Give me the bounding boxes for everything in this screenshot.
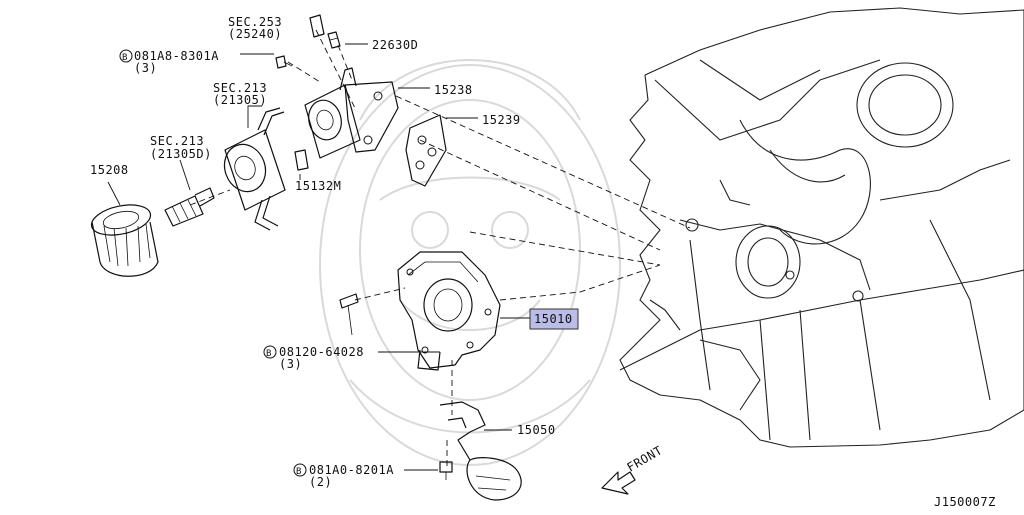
label-bolt2-code[interactable]: 08120-64028 [279,345,364,359]
watermark-emblem [319,59,621,466]
label-sec213a-ref: (21305) [213,93,267,107]
label-22630d[interactable]: 22630D [372,38,418,52]
label-sec253: SEC.253 [228,15,282,29]
oil-filter-15208[interactable] [89,200,159,277]
label-15132m[interactable]: 15132M [295,179,341,193]
bolt-symbol-b3: B [296,467,302,477]
highlight-15010[interactable] [529,308,579,330]
bolt-symbol-icon [293,463,307,477]
pipe-15132m[interactable] [294,149,309,171]
connector-stud-21305d[interactable] [164,187,215,227]
leader-lines [107,43,530,471]
label-sec213b-ref: (21305D) [150,147,212,161]
label-15010[interactable]: 15010 [534,312,573,326]
oil-cooler-21305[interactable] [218,107,286,231]
label-15208[interactable]: 15208 [90,163,129,177]
label-bolt1-code[interactable]: 081A8-8301A [134,49,219,63]
assembly-lines [189,29,691,468]
gasket-15239[interactable] [405,114,447,187]
switch-25240[interactable] [309,14,325,38]
oil-pump-15010[interactable] [397,251,501,371]
sensor-22630d[interactable] [327,31,341,49]
bolt-symbol-b1: B [122,53,128,63]
bolt-symbol-b2: B [266,349,272,359]
label-15239[interactable]: 15239 [482,113,521,127]
label-sec213a: SEC.213 [213,81,267,95]
engine-block [619,7,1024,448]
front-arrow [601,471,636,495]
bolt-symbol-icon [263,345,277,359]
bolt-081a8-8301a[interactable] [275,55,293,69]
label-15050[interactable]: 15050 [517,423,556,437]
bolt-08120-64028[interactable] [339,293,359,336]
diagram-id: J150007Z [934,495,996,509]
label-bolt2-qty: (3) [279,357,302,371]
label-bolt3-code[interactable]: 081A0-8201A [309,463,394,477]
label-sec253-ref: (25240) [228,27,282,41]
label-bolt3-qty: (2) [309,475,332,489]
housing-15238[interactable] [304,67,399,159]
bolt-symbol-icon [119,49,133,63]
oil-strainer-15050[interactable] [439,401,522,501]
label-15238[interactable]: 15238 [434,83,473,97]
bolt-081a0-8201a[interactable] [439,461,453,480]
label-bolt1-qty: (3) [134,61,157,75]
label-front: FRONT [625,443,665,474]
label-sec213b: SEC.213 [150,134,204,148]
